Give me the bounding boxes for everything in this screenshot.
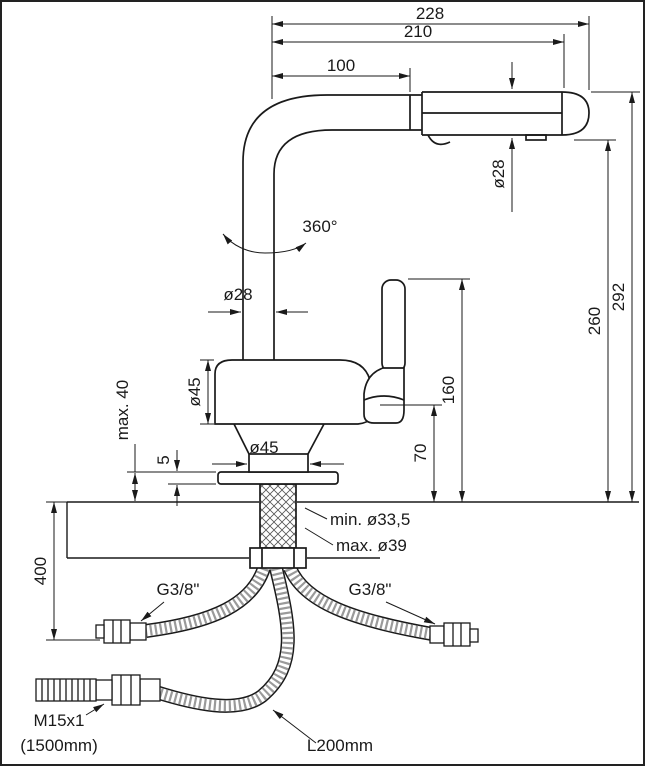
spout-diameter-label: ø28 <box>489 159 508 188</box>
mixer-body <box>214 359 376 425</box>
supply-hose-left <box>145 565 271 638</box>
dim-160-label: 160 <box>439 376 458 404</box>
dimension-lines <box>46 16 640 744</box>
base-diameter-label: ø45 <box>249 438 278 457</box>
spray-hose-length-label: (1500mm) <box>20 736 97 755</box>
hose-drop-label: 400 <box>31 557 50 585</box>
base-cone <box>233 423 325 455</box>
handle-lever <box>363 279 406 424</box>
hole-min-label: min. ø33,5 <box>330 510 410 529</box>
supply-fitting-right-label: G3/8" <box>349 580 392 599</box>
corrugated-hose-ribs <box>41 679 91 701</box>
base-flange <box>217 471 339 485</box>
hose-length-label: L200mm <box>307 736 373 755</box>
fittings <box>35 619 479 706</box>
riser-diameter-label: ø28 <box>223 285 252 304</box>
m15-leader <box>85 703 105 716</box>
swivel-angle-label: 360° <box>302 217 337 236</box>
g38-right-leader <box>385 601 436 625</box>
hoses <box>145 564 434 713</box>
supply-fitting-left <box>95 619 147 644</box>
baseplate-thickness-label: 5 <box>154 455 173 464</box>
dim-260-label: 260 <box>585 307 604 335</box>
spray-hose <box>153 566 295 713</box>
body-diameter-label: ø45 <box>185 377 204 406</box>
supply-fitting-right <box>429 622 479 647</box>
base-cylinder <box>248 453 309 473</box>
deck-thickness-label: max. 40 <box>113 380 132 440</box>
dim-70-label: 70 <box>411 444 430 463</box>
supply-hose-right <box>283 564 434 641</box>
dim-100-label: 100 <box>327 56 355 75</box>
countertop-lines <box>66 501 639 559</box>
spray-thread-label: M15x1 <box>33 711 84 730</box>
spray-head-grip <box>427 134 451 146</box>
spray-hose-connector <box>35 674 161 706</box>
hole-max-leader <box>304 527 334 546</box>
mounting-nut <box>249 547 307 569</box>
swivel-arrow <box>264 242 307 254</box>
pullout-spray-head <box>409 91 590 146</box>
l200-leader <box>272 709 317 744</box>
faucet-outline <box>214 91 590 569</box>
riser-and-spout <box>242 94 422 360</box>
dim-292-label: 292 <box>609 283 628 311</box>
g38-left-leader <box>140 601 165 622</box>
supply-fitting-left-label: G3/8" <box>157 580 200 599</box>
hole-min-leader <box>304 507 328 520</box>
aerator <box>525 134 547 141</box>
spray-head-cap <box>561 91 590 136</box>
dim-228-label: 228 <box>416 4 444 23</box>
dimension-labels: 228 210 100 292 260 160 70 ø28 ø28 ø45 ø… <box>20 4 628 755</box>
threaded-shank <box>259 483 297 549</box>
dim-210-label: 210 <box>404 22 432 41</box>
swivel-arrow <box>222 233 266 254</box>
hole-max-label: max. ø39 <box>336 536 407 555</box>
